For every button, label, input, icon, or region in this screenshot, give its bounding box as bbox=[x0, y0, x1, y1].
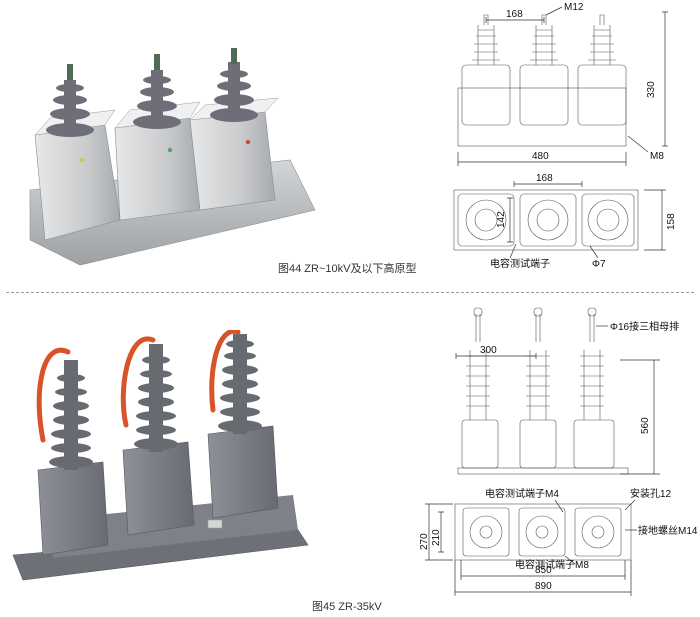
fig44-caption: 图44 ZR~10kV及以下高原型 bbox=[278, 263, 417, 275]
fig44-terminal-label: 电容测试端子 bbox=[490, 257, 550, 270]
fig45-housing-right bbox=[207, 425, 279, 519]
fig45-mount-hole: 安装孔12 bbox=[630, 487, 672, 500]
fig45-dim-depth-outer: 270 bbox=[419, 533, 430, 550]
fig45-dim-height: 560 bbox=[640, 417, 651, 434]
fig44-insulator-left bbox=[46, 64, 94, 137]
fig45-terminal-m8: 电容测试端子M8 bbox=[515, 558, 589, 571]
fig44-dim-ground-bolt: M8 bbox=[650, 151, 664, 162]
fig44-elevation-drawing: 168 M12 330 M8 480 bbox=[457, 2, 668, 166]
fig45-busbar-label: Φ16接三相母排 bbox=[610, 320, 679, 333]
fig44-dim-total-width: 480 bbox=[532, 151, 549, 162]
fig45-terminal-m4: 电容测试端子M4 bbox=[485, 487, 559, 500]
fig45-dim-depth-inner: 210 bbox=[431, 529, 442, 546]
fig44-photo bbox=[29, 48, 316, 266]
fig44-insulator-right bbox=[210, 48, 258, 122]
fig44-dim-height: 330 bbox=[646, 81, 657, 98]
fig45-housing-middle bbox=[122, 441, 195, 536]
fig45-dim-inner-width: 850 bbox=[535, 565, 552, 576]
fig45-plan-drawing: 电容测试端子M4 安装孔12 270 210 接地螺丝M14 电容测试端子M8 … bbox=[419, 487, 698, 596]
fig44-dim-plan-inner: 142 bbox=[496, 211, 507, 228]
fig45-insulator-middle bbox=[134, 344, 178, 452]
fig45-ground-screw: 接地螺丝M14 bbox=[638, 524, 698, 537]
fig45-insulator-left bbox=[49, 360, 93, 470]
fig44-dim-top-width: 168 bbox=[506, 9, 523, 20]
fig44-plan-drawing: 168 142 158 电容测试端子 Φ7 bbox=[453, 173, 677, 270]
fig45-caption: 图45 ZR-35kV bbox=[312, 601, 382, 613]
fig45-insulator-right bbox=[218, 334, 262, 434]
fig44-dim-bolt: M12 bbox=[564, 2, 584, 13]
section-divider bbox=[6, 292, 694, 293]
fig45-leads bbox=[36, 330, 241, 443]
fig45-photo bbox=[12, 330, 309, 581]
fig44-dim-plan-pitch: 168 bbox=[536, 173, 553, 184]
fig44-dim-plan-depth: 158 bbox=[666, 213, 677, 230]
fig45-elevation-drawing: 300 Φ16接三相母排 560 bbox=[455, 307, 679, 475]
fig44-dim-hole: Φ7 bbox=[592, 259, 606, 270]
fig45-housing-left bbox=[37, 461, 109, 556]
fig44-insulator-middle bbox=[133, 54, 181, 129]
fig45-dim-outer-width: 890 bbox=[535, 581, 552, 592]
fig45-dim-pitch: 300 bbox=[480, 345, 497, 356]
